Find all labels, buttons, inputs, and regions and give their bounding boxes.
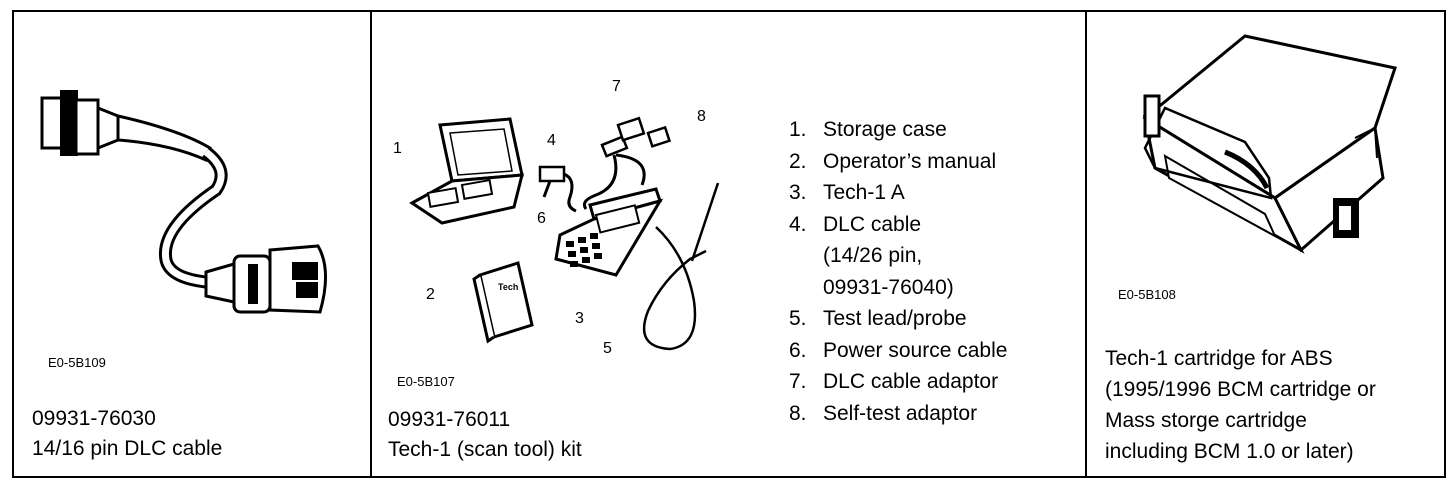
column-divider — [1085, 10, 1087, 478]
figure-code: E0-5B107 — [397, 374, 455, 389]
parts-list: 1.Storage case 2.Operator’s manual 3.Tec… — [789, 114, 1007, 429]
list-item: (14/26 pin, — [823, 244, 923, 267]
callout-6: 6 — [537, 210, 546, 227]
list-item: 09931-76040) — [823, 275, 954, 299]
tech1-kit-illustration: Tech — [409, 116, 720, 351]
figure-code: E0-5B109 — [48, 355, 106, 370]
list-item: 6.Power source cable — [789, 338, 1008, 362]
part-description: Tech-1 (scan tool) kit — [388, 438, 582, 461]
callout-8: 8 — [697, 108, 706, 125]
table-frame — [12, 10, 1446, 478]
svg-text:Tech: Tech — [498, 282, 518, 292]
part-number: 09931-76030 — [32, 407, 156, 430]
callout-2: 2 — [426, 286, 435, 303]
list-item: 1.Storage case — [789, 118, 947, 141]
part-description: 14/16 pin DLC cable — [32, 437, 223, 460]
dlc-cable-illustration — [40, 90, 328, 314]
column-divider — [370, 10, 372, 478]
list-item: 4.DLC cable — [789, 212, 922, 236]
callout-3: 3 — [575, 310, 584, 327]
cartridge-illustration — [1142, 34, 1397, 254]
callout-7: 7 — [612, 78, 621, 95]
callout-5: 5 — [603, 340, 612, 357]
description-line: (1995/1996 BCM cartridge or — [1105, 378, 1376, 401]
list-item: 8.Self-test adaptor — [789, 401, 978, 425]
description-line: Tech-1 cartridge for ABS — [1105, 347, 1333, 370]
callout-1: 1 — [393, 140, 402, 157]
list-item: 7.DLC cable adaptor — [789, 370, 999, 393]
part-number: 09931-76011 — [388, 408, 511, 431]
figure-code: E0-5B108 — [1118, 287, 1176, 302]
list-item: 5.Test lead/probe — [789, 307, 967, 330]
description-line: Mass storge cartridge — [1105, 409, 1307, 432]
list-item: 2.Operator’s manual — [789, 149, 997, 173]
list-item: 3.Tech-1 A — [789, 181, 905, 204]
description-line: including BCM 1.0 or later) — [1105, 440, 1354, 463]
callout-4: 4 — [547, 132, 556, 149]
